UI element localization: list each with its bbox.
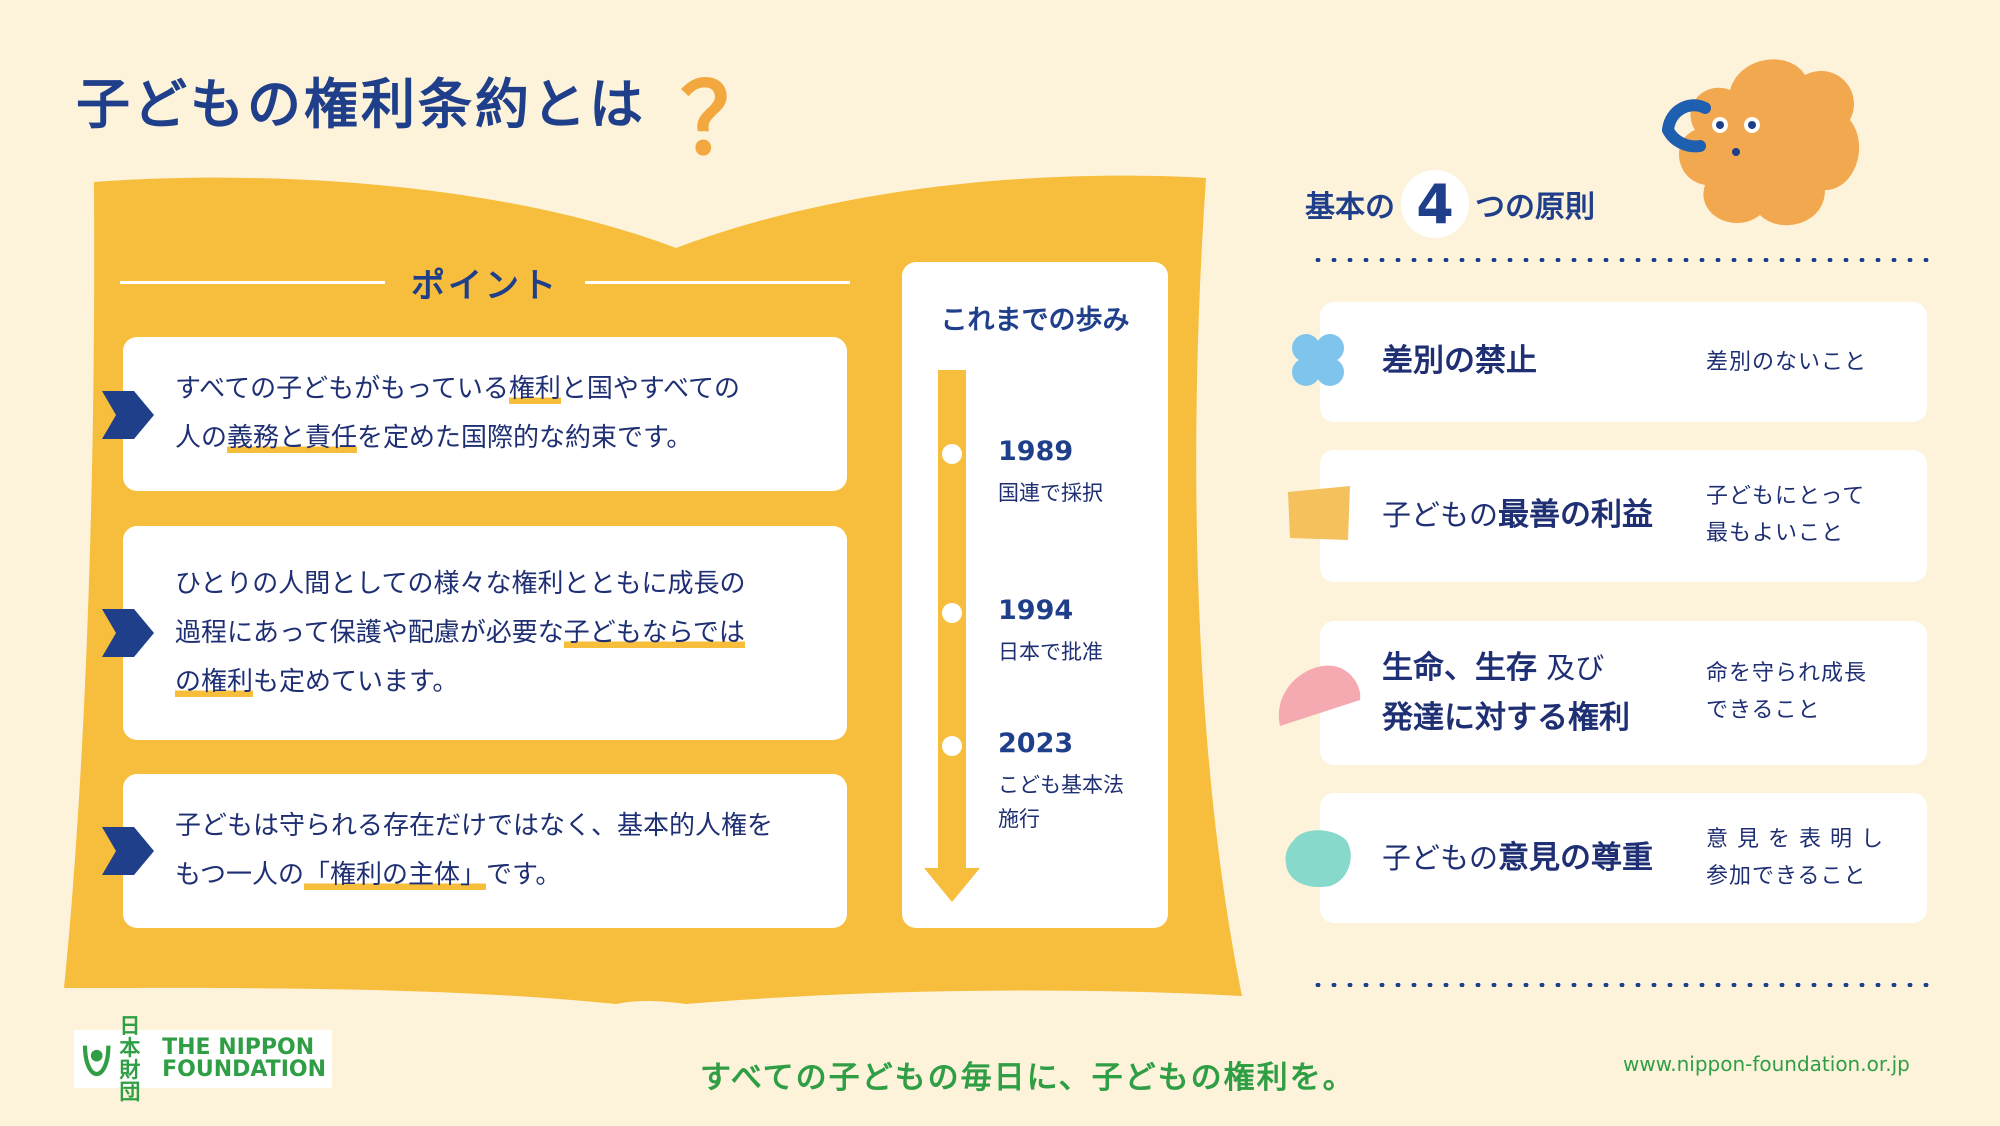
principle-title: 生命、生存 及び発達に対する権利 xyxy=(1382,643,1630,743)
nippon-foundation-logo-icon xyxy=(82,1045,111,1077)
principle-desc: 子どもにとって 最もよいこと xyxy=(1706,484,1866,546)
point-text-segment: も定めています。 xyxy=(253,666,459,697)
footer-url-link[interactable]: www.nippon-foundation.or.jp xyxy=(1623,1052,1910,1076)
point-text-segment: 子どもは守られる存在だけではなく、基本的人権を xyxy=(175,811,774,841)
divider-line xyxy=(120,280,385,284)
timeline-year: 2023 xyxy=(998,728,1074,759)
principle-card-4: 子どもの意見の尊重 意 見 を 表 明 し 参加できること xyxy=(1320,793,1927,923)
timeline-desc: こども基本法 施行 xyxy=(998,773,1124,831)
point-text-segment: 人の xyxy=(175,423,228,453)
point-text-segment: です。 xyxy=(485,860,562,890)
timeline-title: これまでの歩み xyxy=(940,305,1130,336)
highlighted-text: の権利 xyxy=(175,666,254,697)
timeline-desc: 日本で批准 xyxy=(998,640,1103,664)
point-line: 過程にあって保護や配慮が必要な子どもならでは xyxy=(175,609,745,658)
point-text: 子どもは守られる存在だけではなく、基本的人権をもつ一人の「権利の主体」です。 xyxy=(175,802,773,900)
yellow-square-icon xyxy=(1288,486,1350,540)
timeline-dot xyxy=(942,603,962,623)
principle-desc: 意 見 を 表 明 し 参加できること xyxy=(1706,827,1884,889)
timeline-card: これまでの歩み 1989 国連で採択 1994 日本で批准 2023 こども基本… xyxy=(902,262,1168,928)
chevron-right-icon xyxy=(102,827,154,875)
principle-card-2: 子どもの最善の利益 子どもにとって 最もよいこと xyxy=(1320,450,1927,582)
principles-heading-suffix: つの原則 xyxy=(1475,190,1595,225)
chevron-right-icon xyxy=(102,609,154,657)
highlighted-text: 義務と責任 xyxy=(227,423,358,453)
principle-title-bold: 生命、生存 xyxy=(1382,650,1537,686)
principle-title: 子どもの意見の尊重 xyxy=(1382,833,1653,883)
timeline-desc: 国連で採択 xyxy=(998,481,1103,505)
dotted-divider xyxy=(1310,983,1930,987)
principle-title-plain: 及び xyxy=(1546,651,1605,685)
point-text-segment: と国やすべての xyxy=(560,374,740,404)
logo-jp-bottom: 財団 xyxy=(119,1058,141,1104)
page-title: 子どもの権利条約とは xyxy=(76,73,646,136)
point-card-2: ひとりの人間としての様々な権利とともに成長の過程にあって保護や配慮が必要な子ども… xyxy=(123,526,847,740)
point-text-segment: もつ一人の xyxy=(175,860,304,890)
principle-title-plain: 子どもの xyxy=(1382,498,1499,532)
pink-semicircle-icon xyxy=(1278,665,1361,726)
principle-title-bold: 意見の尊重 xyxy=(1498,840,1654,876)
principle-title-line2: 発達に対する権利 xyxy=(1382,700,1630,736)
principle-desc: 差別のないこと xyxy=(1706,350,1868,375)
point-text: ひとりの人間としての様々な権利とともに成長の過程にあって保護や配慮が必要な子ども… xyxy=(175,560,745,707)
point-line: もつ一人の「権利の主体」です。 xyxy=(175,851,773,900)
logo-jp-text: 日本 財団 xyxy=(119,1015,156,1103)
principles-heading-prefix: 基本の xyxy=(1305,190,1395,225)
principles-count-badge: 4 xyxy=(1401,170,1469,238)
point-line: すべての子どもがもっている権利と国やすべての xyxy=(175,365,740,414)
logo-jp-top: 日本 xyxy=(119,1014,141,1060)
mint-blob-icon xyxy=(1285,830,1351,888)
principle-title-bold: 最善の利益 xyxy=(1498,497,1654,533)
divider-line xyxy=(585,280,850,284)
principle-title: 差別の禁止 xyxy=(1382,336,1537,386)
timeline-dot xyxy=(942,736,962,756)
blue-cross-icon xyxy=(1292,334,1344,386)
principle-desc: 命を守られ成長 できること xyxy=(1706,661,1868,723)
principle-title: 子どもの最善の利益 xyxy=(1382,490,1653,540)
point-line: の権利も定めています。 xyxy=(175,658,745,707)
principle-card-3: 生命、生存 及び発達に対する権利 命を守られ成長 できること xyxy=(1320,621,1927,765)
highlighted-text: 権利 xyxy=(508,374,561,404)
point-text-segment: を定めた国際的な約束です。 xyxy=(357,423,693,453)
timeline-dot xyxy=(942,444,962,464)
points-header: ポイント xyxy=(120,255,850,309)
mascot-character-icon xyxy=(1662,59,1860,226)
principle-title-bold: 差別の禁止 xyxy=(1382,343,1537,379)
logo-en-text: THE NIPPON FOUNDATION xyxy=(162,1037,326,1081)
points-label: ポイント xyxy=(411,265,559,306)
principle-title-plain: 子どもの xyxy=(1382,841,1499,875)
principles-heading: 基本の 4 つの原則 xyxy=(1305,170,1595,238)
point-text-segment: ひとりの人間としての様々な権利とともに成長の xyxy=(175,568,746,599)
point-text-segment: 過程にあって保護や配慮が必要な xyxy=(175,617,564,648)
highlighted-text: 子どもならでは xyxy=(563,617,745,648)
nippon-foundation-logo[interactable]: 日本 財団 THE NIPPON FOUNDATION xyxy=(74,1015,332,1103)
logo-en-top: THE NIPPON xyxy=(162,1035,315,1060)
question-mark-icon: ？ xyxy=(680,63,779,177)
logo-en-bottom: FOUNDATION xyxy=(162,1057,326,1082)
highlighted-text: 「権利の主体」 xyxy=(303,860,486,890)
point-card-3: 子どもは守られる存在だけではなく、基本的人権をもつ一人の「権利の主体」です。 xyxy=(123,774,847,928)
chevron-right-icon xyxy=(102,391,154,439)
timeline-year: 1989 xyxy=(998,436,1074,467)
point-line: 子どもは守られる存在だけではなく、基本的人権を xyxy=(175,802,773,851)
point-card-1: すべての子どもがもっている権利と国やすべての人の義務と責任を定めた国際的な約束で… xyxy=(123,337,847,491)
point-text: すべての子どもがもっている権利と国やすべての人の義務と責任を定めた国際的な約束で… xyxy=(175,365,740,463)
point-text-segment: すべての子どもがもっている xyxy=(175,374,509,404)
principle-card-1: 差別の禁止 差別のないこと xyxy=(1320,302,1927,422)
footer-slogan: すべての子どもの毎日に、子どもの権利を。 xyxy=(700,1060,1356,1096)
point-line: 人の義務と責任を定めた国際的な約束です。 xyxy=(175,414,740,463)
dotted-divider xyxy=(1310,258,1930,262)
timeline-year: 1994 xyxy=(998,595,1074,626)
point-line: ひとりの人間としての様々な権利とともに成長の xyxy=(175,560,745,609)
